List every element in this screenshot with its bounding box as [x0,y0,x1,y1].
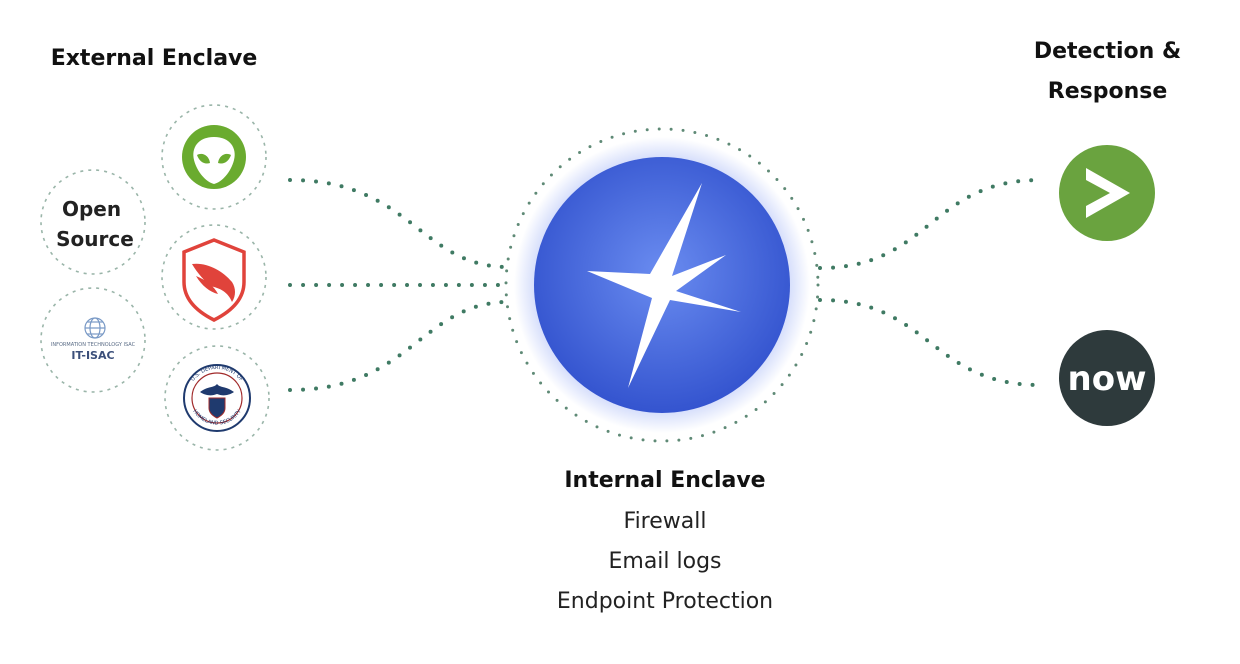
globe-icon [84,317,106,339]
internal-item-firewall: Firewall [623,509,707,534]
connector-hub-to-now [818,298,1042,387]
connector-dhs-to-hub [288,300,507,392]
open-source-label: Open Source [56,197,134,251]
detection-response-title: Detection & Response [1000,32,1215,112]
falcon-bird [192,263,235,302]
alien-head [193,137,235,184]
it-isac-ring [40,287,146,393]
internal-item-endpoint: Endpoint Protection [556,589,774,614]
connectors [288,178,1042,392]
dhs-seal-icon: U.S. DEPARTMENT OF HOMELAND SECURITY [183,364,251,432]
internal-hub [504,127,820,443]
alien-icon [182,125,246,189]
internal-item-email-logs: Email logs [608,549,722,574]
connector-hub-to-chevron [818,178,1042,270]
internal-enclave-title: Internal Enclave [564,468,766,493]
dhs-shield [208,397,226,419]
dhs-eagle [200,384,234,396]
detection-title-line-2: Response [1047,79,1168,104]
falcon-shield-icon [182,238,246,322]
servicenow-text: now [1068,359,1147,399]
hub-dotted-ring [504,127,820,443]
it-isac-small-text: INFORMATION TECHNOLOGY ISAC [51,342,136,348]
detection-title-line-1: Detection & [1033,39,1182,64]
it-isac-text: IT-ISAC [71,349,114,362]
star-burst-icon [587,183,741,388]
chevron-logo [1059,145,1155,241]
chevron-right-icon [1086,168,1130,218]
connector-alien-to-hub [288,178,507,269]
it-isac-logo: INFORMATION TECHNOLOGY ISAC IT-ISAC [51,317,136,362]
external-enclave-title: External Enclave [50,46,258,71]
open-source-ring [40,169,146,275]
servicenow-logo: now [1059,330,1155,426]
